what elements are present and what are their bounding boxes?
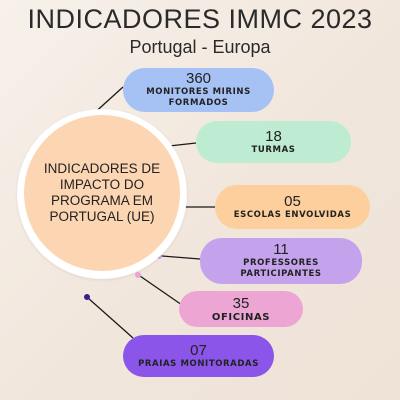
indicator-praias: 07 PRAIAS MONITORADAS — [123, 335, 274, 377]
connector-dot-6 — [84, 294, 90, 300]
indicator-monitores: 360 MONITORES MIRINS FORMADOS — [123, 68, 274, 112]
indicator-label: ESCOLAS ENVOLVIDAS — [233, 209, 352, 220]
connector-dot-5 — [135, 272, 141, 278]
indicator-label: TURMAS — [251, 144, 296, 155]
indicator-value: 05 — [284, 192, 301, 210]
indicator-escolas: 05 ESCOLAS ENVOLVIDAS — [215, 185, 370, 229]
connector-4 — [161, 255, 201, 260]
indicator-professores: 11 PROFESSORES PARTICIPANTES — [200, 238, 362, 284]
indicator-label: MONITORES MIRINS FORMADOS — [146, 87, 251, 108]
center-circle-text: INDICADORES DE IMPACTO DO PROGRAMA EM PO… — [43, 161, 161, 224]
connector-5 — [139, 275, 183, 306]
indicator-value: 35 — [232, 294, 250, 312]
page-subtitle: Portugal - Europa — [129, 37, 271, 57]
indicator-value: 11 — [273, 241, 289, 258]
indicator-value: 07 — [190, 341, 207, 359]
indicator-value: 18 — [265, 127, 282, 145]
indicator-turmas: 18 TURMAS — [196, 121, 351, 163]
indicator-label: OFICINAS — [211, 311, 271, 323]
indicator-value: 360 — [185, 70, 212, 87]
indicator-oficinas: 35 OFICINAS — [179, 291, 303, 327]
center-circle: INDICADORES DE IMPACTO DO PROGRAMA EM PO… — [24, 115, 180, 271]
page-title: INDICADORES IMMC 2023 — [27, 4, 373, 34]
indicator-label: PROFESSORES PARTICIPANTES — [240, 258, 322, 279]
indicator-label: PRAIAS MONITORADAS — [138, 358, 259, 369]
connector-6 — [87, 297, 134, 339]
